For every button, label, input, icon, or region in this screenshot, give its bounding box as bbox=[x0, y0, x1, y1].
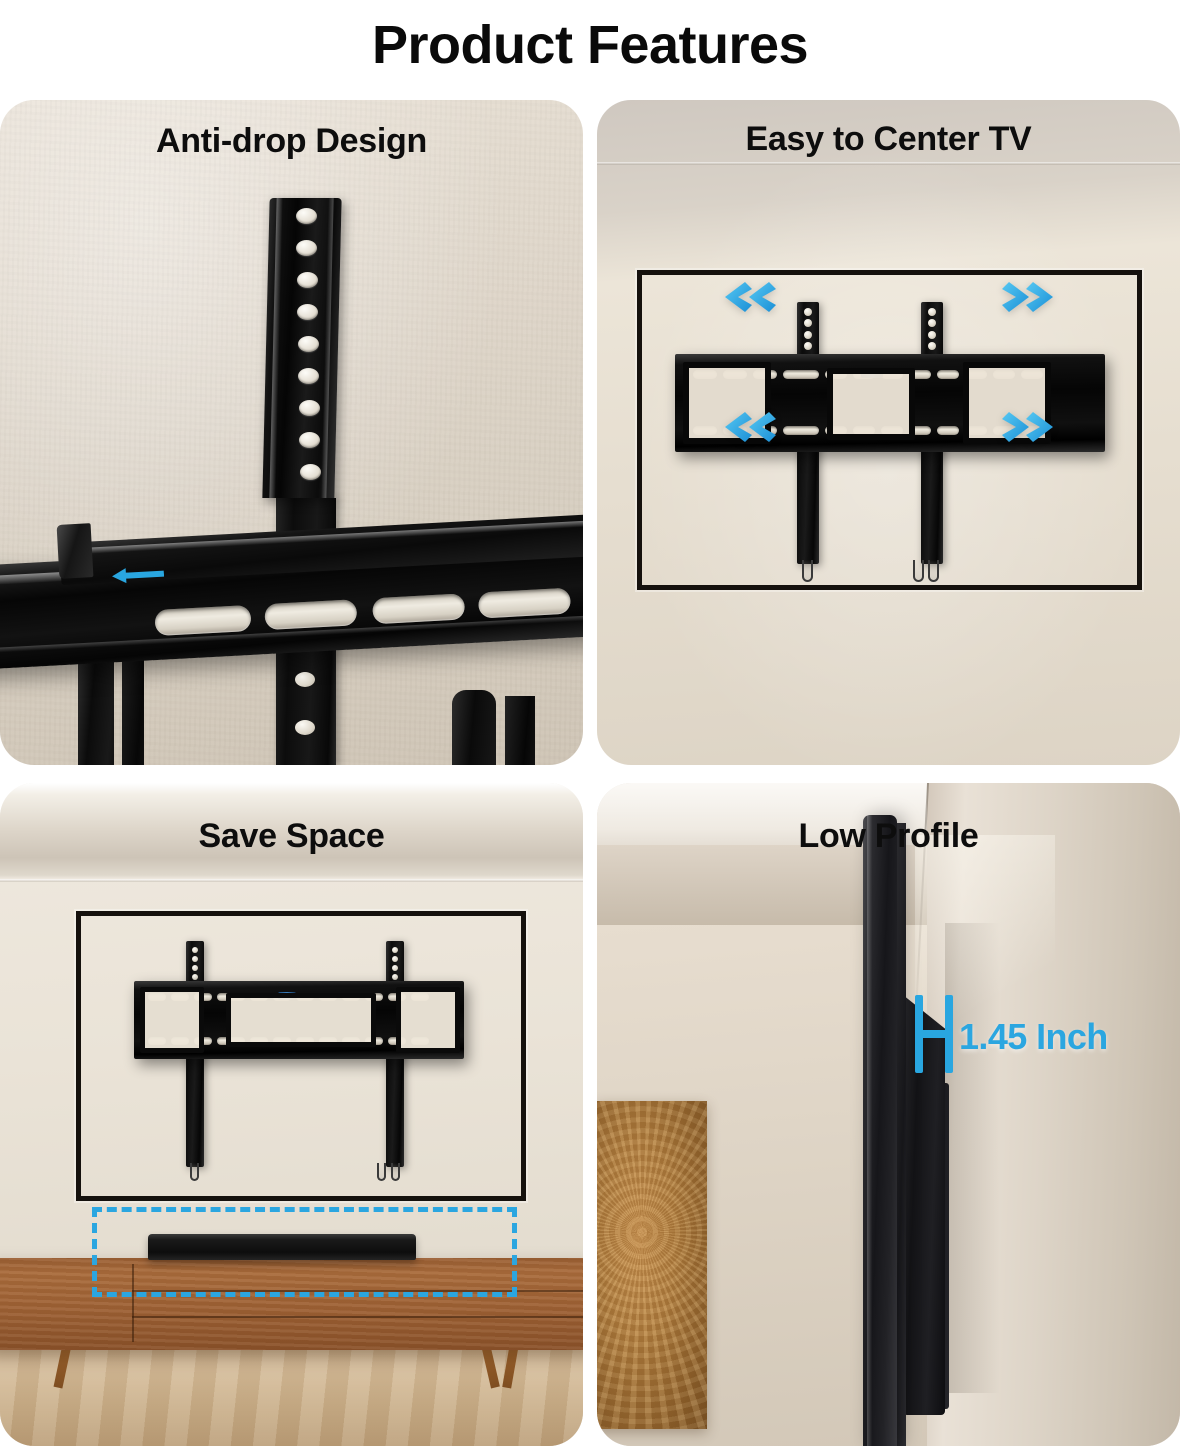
dimension-callout: 1.45 Inch bbox=[911, 995, 1108, 1078]
safety-hook bbox=[928, 560, 939, 582]
bracket-hole bbox=[392, 965, 398, 971]
cove-edge-line bbox=[0, 879, 583, 882]
chevron-double-right-icon bbox=[997, 410, 1059, 444]
wall-plate-window bbox=[827, 368, 915, 440]
bracket-hole bbox=[392, 956, 398, 962]
bracket-hole bbox=[192, 965, 198, 971]
feature-panel-grid: Anti-drop Design bbox=[0, 96, 1180, 1446]
light-reflection bbox=[915, 835, 1055, 1055]
wall-plate-slot bbox=[937, 370, 959, 379]
chevron-double-right-icon bbox=[997, 280, 1059, 314]
rail-slot bbox=[372, 593, 466, 625]
left-arrow-icon bbox=[112, 565, 165, 586]
bracket-hole bbox=[804, 330, 812, 339]
panel-heading-low-profile: Low Profile bbox=[798, 817, 979, 855]
bracket-hole bbox=[297, 272, 318, 288]
safety-hook bbox=[913, 560, 924, 582]
bracket-hole bbox=[392, 974, 398, 980]
frame-leg bbox=[78, 645, 114, 765]
highlight-frame bbox=[76, 911, 526, 1201]
rail-slot bbox=[154, 604, 252, 637]
bracket-hole bbox=[299, 400, 320, 416]
wall-art-panel bbox=[597, 1101, 707, 1429]
dashed-highlight-box-icon bbox=[92, 1207, 517, 1297]
tv-edge-highlight bbox=[867, 815, 872, 1446]
page-title: Product Features bbox=[371, 15, 809, 75]
credenza-drawer-line bbox=[132, 1290, 583, 1292]
wall-plate-window bbox=[396, 987, 460, 1053]
dimension-value: 1.45 Inch bbox=[959, 1015, 1108, 1057]
frame-leg bbox=[452, 690, 496, 765]
bracket-hole bbox=[804, 342, 812, 351]
bracket-hole bbox=[804, 319, 812, 328]
bracket-hole bbox=[296, 240, 317, 256]
bracket-hole bbox=[928, 319, 936, 328]
tv-credenza bbox=[0, 1258, 583, 1350]
safety-hook bbox=[391, 1163, 400, 1181]
tv-mount-assembly bbox=[675, 302, 1105, 592]
dimension-marker-icon bbox=[911, 995, 957, 1078]
credenza-drawer-line bbox=[132, 1316, 583, 1318]
bracket-hole bbox=[928, 342, 936, 351]
panel-heading-anti-drop: Anti-drop Design bbox=[156, 122, 427, 160]
ceiling-cove bbox=[0, 783, 583, 879]
panel-heading-easy-to-center: Easy to Center TV bbox=[745, 120, 1032, 158]
bracket-hole bbox=[192, 956, 198, 962]
tv-edge-profile bbox=[863, 815, 897, 1446]
bracket-hole bbox=[299, 432, 320, 448]
panel-heading-save-space: Save Space bbox=[198, 817, 385, 855]
chevron-double-left-icon bbox=[719, 280, 781, 314]
mount-bracket-profile bbox=[903, 995, 945, 1415]
tv-mount-assembly bbox=[134, 941, 464, 1181]
wall-plate-slot bbox=[783, 370, 819, 379]
wall-plate-window bbox=[226, 993, 376, 1047]
soundbar bbox=[148, 1234, 416, 1260]
bracket-hole bbox=[297, 304, 318, 320]
bracket-hole bbox=[392, 947, 398, 953]
ceiling-wall-line bbox=[597, 162, 1180, 165]
wall-plate-slot bbox=[909, 370, 931, 379]
panel-easy-to-center-tv: Easy to Center TV bbox=[597, 100, 1180, 765]
bracket-hole bbox=[298, 336, 319, 352]
anti-drop-end-cap bbox=[56, 523, 94, 579]
bracket-hole bbox=[928, 308, 936, 316]
bracket-hole bbox=[192, 947, 198, 953]
bracket-hole bbox=[298, 368, 319, 384]
panel-save-space: Save Space bbox=[0, 783, 583, 1446]
bracket-hole bbox=[804, 308, 812, 316]
rail-slot bbox=[264, 599, 358, 631]
wall-plate-slot bbox=[909, 426, 931, 435]
safety-hook bbox=[190, 1163, 199, 1181]
frame-leg bbox=[505, 696, 535, 765]
wall-plate-window bbox=[963, 362, 1051, 444]
bracket-hole bbox=[296, 208, 317, 224]
wall-plate-window bbox=[140, 987, 204, 1053]
safety-hook bbox=[377, 1163, 386, 1181]
bracket-hole bbox=[300, 464, 321, 480]
panel-anti-drop-design: Anti-drop Design bbox=[0, 100, 583, 765]
frame-leg bbox=[122, 652, 144, 765]
rail-slot bbox=[477, 587, 572, 619]
bracket-hole bbox=[192, 974, 198, 980]
wall-plate-slot bbox=[937, 426, 959, 435]
safety-hook bbox=[802, 560, 813, 582]
bracket-hole bbox=[295, 672, 315, 687]
highlight-frame bbox=[637, 270, 1142, 590]
bracket-hole bbox=[928, 330, 936, 339]
panel-low-profile: 1.45 Inch Low Profile bbox=[597, 783, 1180, 1446]
chevron-double-left-icon bbox=[719, 410, 781, 444]
bracket-hole bbox=[295, 720, 315, 735]
bracket-hole-column bbox=[0, 100, 583, 765]
credenza-panel-seam bbox=[132, 1264, 134, 1342]
wall-plate-slot bbox=[783, 426, 819, 435]
